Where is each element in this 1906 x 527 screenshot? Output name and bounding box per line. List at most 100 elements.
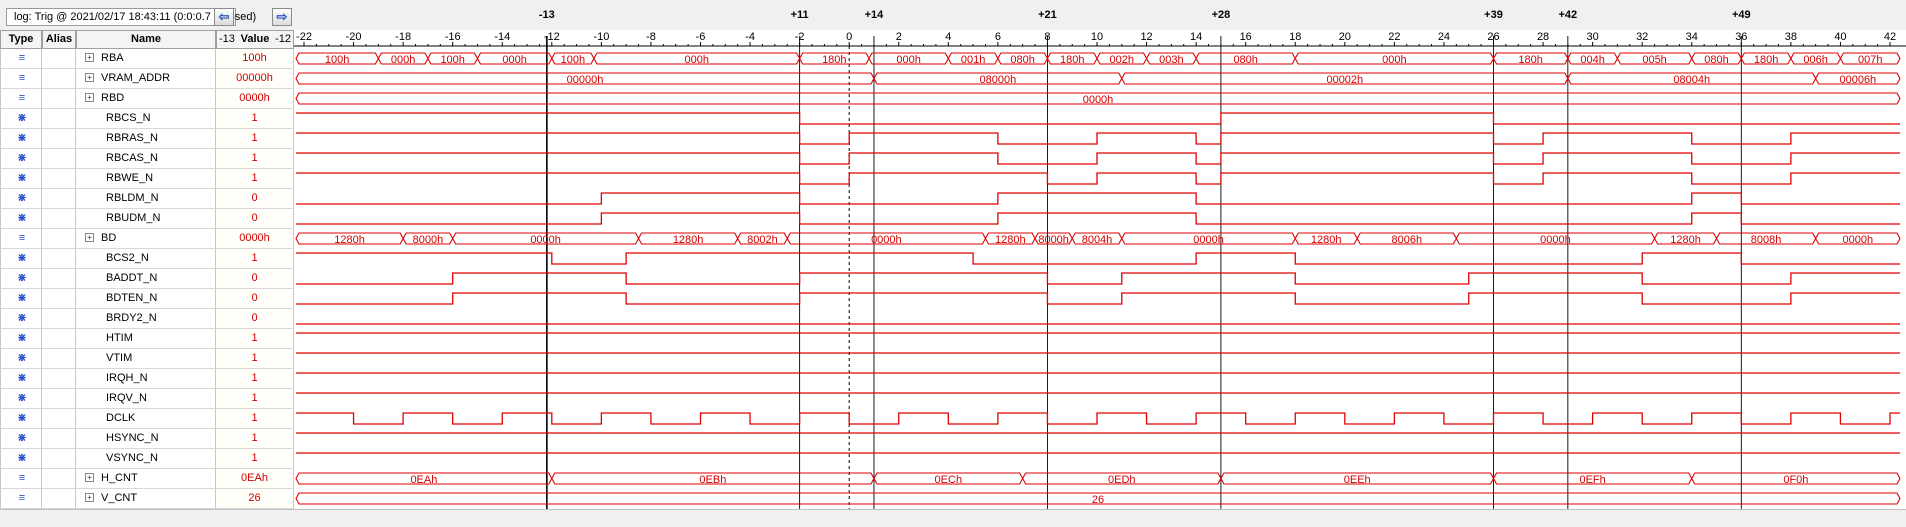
bus-segment-value: 0EFh: [1579, 474, 1605, 486]
signal-name-cell[interactable]: BCS2_N: [76, 249, 216, 269]
signal-name-cell[interactable]: +V_CNT: [76, 489, 216, 509]
signal-name-cell[interactable]: +RBD: [76, 89, 216, 109]
signal-value: 00000h: [236, 72, 273, 84]
bit-signal-icon: ⋇: [17, 212, 27, 224]
bus-segment-value: 000h: [1382, 54, 1406, 66]
signal-name-cell[interactable]: RBCAS_N: [76, 149, 216, 169]
signal-name-cell[interactable]: +VRAM_ADDR: [76, 69, 216, 89]
ruler-tick-label: -6: [696, 31, 706, 43]
signal-value: 0: [251, 212, 258, 224]
signal-value-cell: 1: [216, 169, 294, 189]
header-value[interactable]: -13 Value -12: [216, 30, 294, 49]
expand-icon[interactable]: +: [85, 493, 94, 502]
expand-icon[interactable]: +: [85, 73, 94, 82]
bus-segment: [1815, 232, 1901, 245]
toolbar: log: Trig @ 2021/02/17 18:43:11 (0:0:0.7…: [0, 0, 1906, 30]
signal-name-cell[interactable]: BADDT_N: [76, 269, 216, 289]
signal-value: 1: [251, 152, 258, 164]
signal-value-cell: 1: [216, 129, 294, 149]
bus-signal-icon: ≡: [18, 92, 26, 104]
signal-alias-cell: [42, 249, 76, 269]
signal-name: BD: [101, 232, 117, 244]
signal-name-cell[interactable]: RBLDM_N: [76, 189, 216, 209]
signal-name-cell[interactable]: VSYNC_N: [76, 449, 216, 469]
signal-name-cell[interactable]: +RBA: [76, 49, 216, 69]
signal-name-cell[interactable]: RBUDM_N: [76, 209, 216, 229]
bus-segment-value: 00002h: [1326, 74, 1363, 86]
ruler-tick-label: 30: [1587, 31, 1599, 43]
signal-value-cell: 1: [216, 409, 294, 429]
signal-type-cell: ≡: [0, 229, 42, 249]
signal-name-cell[interactable]: BDTEN_N: [76, 289, 216, 309]
header-name[interactable]: Name: [76, 30, 216, 49]
arrow-left-icon[interactable]: ⇦: [214, 8, 234, 26]
signal-name-cell[interactable]: VTIM: [76, 349, 216, 369]
bus-segment-value: 0EBh: [699, 474, 726, 486]
signal-value-cell: 26: [216, 489, 294, 509]
signal-name-cell[interactable]: DCLK: [76, 409, 216, 429]
horizontal-scrollbar[interactable]: [0, 509, 1906, 527]
bus-segment-value: 0000h: [871, 234, 902, 246]
signal-value: 0000h: [239, 232, 270, 244]
signal-name-cell[interactable]: + H_CNT: [76, 469, 216, 489]
header-type[interactable]: Type: [0, 30, 42, 49]
ruler-tick-label: -4: [745, 31, 755, 43]
signal-name-cell[interactable]: RBRAS_N: [76, 129, 216, 149]
ruler-tick-label: 10: [1091, 31, 1103, 43]
signal-name: HTIM: [106, 332, 133, 344]
signal-alias-cell: [42, 449, 76, 469]
signal-name-cell[interactable]: IRQV_N: [76, 389, 216, 409]
signal-name-cell[interactable]: RBWE_N: [76, 169, 216, 189]
bus-segment-value: 002h: [1110, 54, 1134, 66]
signal-value-cell: 1: [216, 329, 294, 349]
expand-icon[interactable]: +: [85, 473, 94, 482]
signal-row[interactable]: ⋇ RBUDM_N 0: [0, 209, 1906, 229]
header-alias[interactable]: Alias: [42, 30, 76, 49]
arrow-right-icon[interactable]: ⇨: [272, 8, 292, 26]
bus-segment-value: 00000h: [567, 74, 604, 86]
signal-value: 0EAh: [241, 472, 268, 484]
signal-name: BDTEN_N: [106, 292, 158, 304]
signal-name-cell[interactable]: BRDY2_N: [76, 309, 216, 329]
ruler-tick-label: 14: [1190, 31, 1202, 43]
time-marker-label: +49: [1732, 9, 1751, 21]
signal-name-cell[interactable]: RBCS_N: [76, 109, 216, 129]
signal-name-cell[interactable]: HTIM: [76, 329, 216, 349]
expand-icon[interactable]: +: [85, 233, 94, 242]
signal-type-cell: ⋇: [0, 289, 42, 309]
signal-value-cell: 0: [216, 189, 294, 209]
ruler-tick-label: -14: [494, 31, 510, 43]
signal-row[interactable]: ≡ + BD 0000h: [0, 229, 1906, 249]
header-range-left: -13: [219, 33, 235, 45]
signal-name-cell[interactable]: + BD: [76, 229, 216, 249]
expand-icon[interactable]: +: [85, 93, 94, 102]
expand-icon[interactable]: +: [85, 53, 94, 62]
signal-name-cell[interactable]: IRQH_N: [76, 369, 216, 389]
signal-value-cell: 1: [216, 249, 294, 269]
signal-name: H_CNT: [101, 472, 138, 484]
signal-alias-cell: [42, 369, 76, 389]
signal-name-cell[interactable]: HSYNC_N: [76, 429, 216, 449]
